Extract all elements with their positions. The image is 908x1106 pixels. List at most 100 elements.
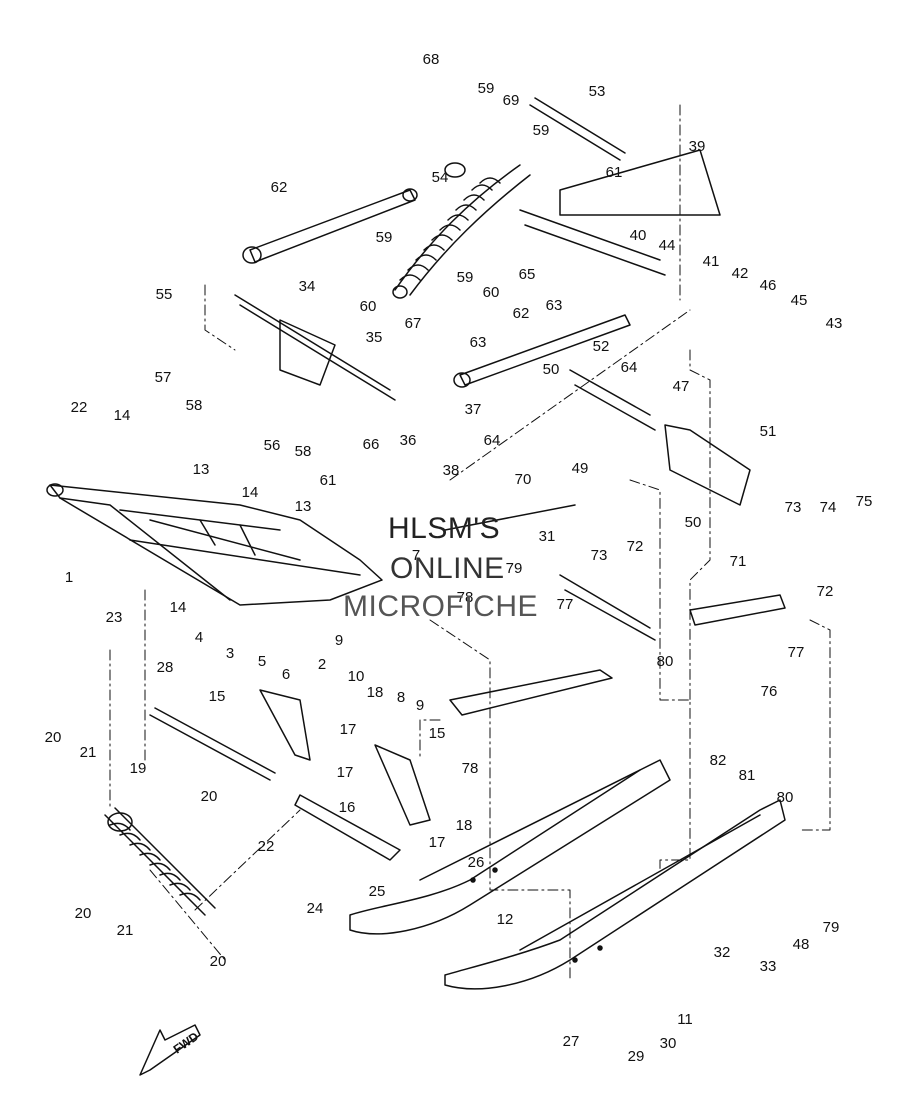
part-callout-40: 40 <box>630 227 647 244</box>
part-callout-21: 21 <box>80 744 97 761</box>
part-callout-15: 15 <box>209 688 226 705</box>
part-callout-81: 81 <box>739 767 756 784</box>
part-callout-22: 22 <box>71 399 88 416</box>
part-callout-20: 20 <box>201 788 218 805</box>
part-callout-59: 59 <box>376 229 393 246</box>
part-callout-5: 5 <box>258 653 266 670</box>
part-callout-55: 55 <box>156 286 173 303</box>
watermark-line2: ONLINE <box>390 552 505 585</box>
part-callout-19: 19 <box>130 760 147 777</box>
part-callout-28: 28 <box>157 659 174 676</box>
part-callout-32: 32 <box>714 944 731 961</box>
part-callout-1: 1 <box>65 569 73 586</box>
part-callout-14: 14 <box>114 407 131 424</box>
part-callout-36: 36 <box>400 432 417 449</box>
part-callout-59: 59 <box>478 80 495 97</box>
part-callout-71: 71 <box>730 553 747 570</box>
part-callout-31: 31 <box>539 528 556 545</box>
part-callout-22: 22 <box>258 838 275 855</box>
part-callout-57: 57 <box>155 369 172 386</box>
fwd-label-badge: FWD <box>171 1029 202 1056</box>
part-callout-38: 38 <box>443 462 460 479</box>
part-callout-9: 9 <box>335 632 343 649</box>
part-callout-60: 60 <box>483 284 500 301</box>
part-callout-15: 15 <box>429 725 446 742</box>
part-callout-2: 2 <box>318 656 326 673</box>
part-callout-82: 82 <box>710 752 727 769</box>
part-callout-66: 66 <box>363 436 380 453</box>
part-callout-62: 62 <box>513 305 530 322</box>
part-callout-61: 61 <box>320 472 337 489</box>
part-callout-7: 7 <box>412 547 420 564</box>
part-callout-11: 11 <box>677 1011 693 1028</box>
part-callout-20: 20 <box>75 905 92 922</box>
part-callout-72: 72 <box>627 538 644 555</box>
part-callout-73: 73 <box>785 499 802 516</box>
part-callout-20: 20 <box>45 729 62 746</box>
part-callout-47: 47 <box>673 378 690 395</box>
part-callout-65: 65 <box>519 266 536 283</box>
part-callout-17: 17 <box>337 764 354 781</box>
part-callout-68: 68 <box>423 51 440 68</box>
watermark-line1: HLSM'S <box>388 512 501 545</box>
part-callout-34: 34 <box>299 278 316 295</box>
part-callout-21: 21 <box>117 922 134 939</box>
part-callout-50: 50 <box>685 514 702 531</box>
part-callout-13: 13 <box>193 461 210 478</box>
part-callout-51: 51 <box>760 423 777 440</box>
part-callout-54: 54 <box>432 169 449 186</box>
part-callout-14: 14 <box>170 599 187 616</box>
part-callout-4: 4 <box>195 629 203 646</box>
part-callout-13: 13 <box>295 498 312 515</box>
part-callout-26: 26 <box>468 854 485 871</box>
part-callout-27: 27 <box>563 1033 580 1050</box>
fwd-arrow-icon <box>139 1024 201 1076</box>
shock-spring-upper <box>392 162 531 299</box>
part-callout-64: 64 <box>484 432 501 449</box>
part-callout-80: 80 <box>777 789 794 806</box>
watermark-line3: MICROFICHE <box>343 590 538 623</box>
part-callout-9: 9 <box>416 697 424 714</box>
part-callout-59: 59 <box>457 269 474 286</box>
part-callout-10: 10 <box>348 668 365 685</box>
part-callout-58: 58 <box>295 443 312 460</box>
part-callout-46: 46 <box>760 277 777 294</box>
part-callout-70: 70 <box>515 471 532 488</box>
part-callout-44: 44 <box>659 237 676 254</box>
part-callout-29: 29 <box>628 1048 645 1065</box>
part-callout-17: 17 <box>429 834 446 851</box>
part-callout-16: 16 <box>339 799 356 816</box>
part-callout-61: 61 <box>606 164 623 181</box>
leader-lines <box>109 104 831 981</box>
rear-arm-frame <box>46 483 383 606</box>
part-callout-17: 17 <box>340 721 357 738</box>
part-callout-39: 39 <box>689 138 706 155</box>
part-callout-20: 20 <box>210 953 227 970</box>
part-callout-37: 37 <box>465 401 482 418</box>
part-callout-62: 62 <box>271 179 288 196</box>
part-callout-79: 79 <box>823 919 840 936</box>
part-callout-67: 67 <box>405 315 422 332</box>
part-callout-3: 3 <box>226 645 234 662</box>
part-callout-14: 14 <box>242 484 259 501</box>
part-callout-18: 18 <box>367 684 384 701</box>
part-callout-33: 33 <box>760 958 777 975</box>
part-callout-8: 8 <box>397 689 405 706</box>
upper-links <box>242 97 721 388</box>
part-callout-6: 6 <box>282 666 290 683</box>
part-callout-45: 45 <box>791 292 808 309</box>
part-callout-35: 35 <box>366 329 383 346</box>
part-callout-30: 30 <box>660 1035 677 1052</box>
part-callout-49: 49 <box>572 460 589 477</box>
part-callout-23: 23 <box>106 609 123 626</box>
fwd-label: FWD <box>171 1029 202 1056</box>
part-callout-58: 58 <box>186 397 203 414</box>
part-callout-48: 48 <box>793 936 810 953</box>
part-callout-76: 76 <box>761 683 778 700</box>
part-callout-80: 80 <box>657 653 674 670</box>
part-callout-53: 53 <box>589 83 606 100</box>
part-callout-60: 60 <box>360 298 377 315</box>
part-callout-79: 79 <box>506 560 523 577</box>
part-callout-50: 50 <box>543 361 560 378</box>
